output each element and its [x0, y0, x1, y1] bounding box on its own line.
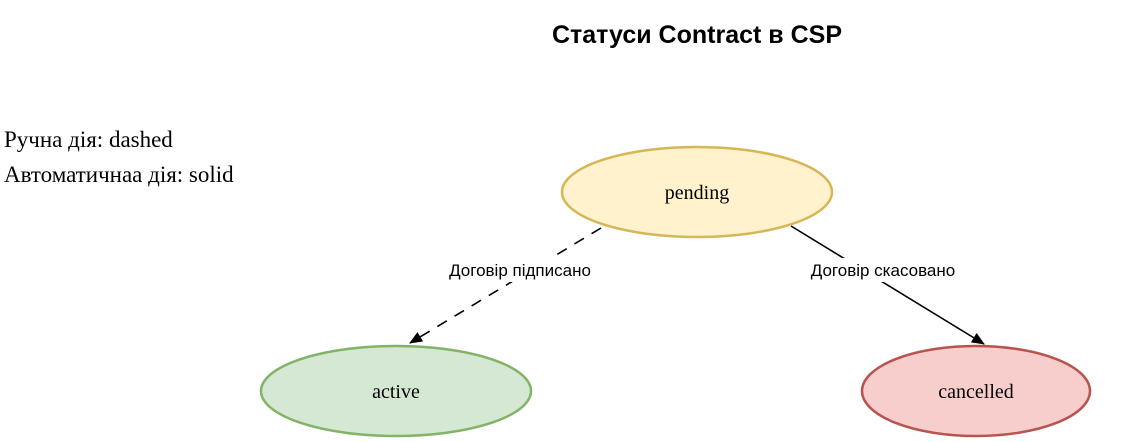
edge-label-contract-cancelled-bg	[794, 258, 972, 282]
edge-line-solid	[790, 225, 985, 345]
node-active-shape	[259, 344, 533, 438]
edge-pending-to-active	[409, 227, 602, 344]
node-active-label: active	[372, 381, 420, 403]
edge-label-contract-signed-bg	[428, 258, 612, 282]
edge-pending-to-cancelled	[790, 225, 985, 345]
node-pending-label: pending	[665, 182, 729, 204]
edge-label-contract-cancelled-text: Договір скасовано	[811, 261, 955, 280]
node-active: active	[259, 344, 533, 438]
node-cancelled-label: cancelled	[938, 381, 1014, 403]
edge-line-dashed	[409, 227, 602, 344]
node-cancelled: cancelled	[860, 344, 1092, 438]
edge-label-contract-signed-text: Договір підписано	[449, 261, 591, 280]
legend-manual-action: Ручна дія: dashed	[4, 127, 173, 152]
diagram-title: Статуси Contract в CSP	[552, 21, 842, 49]
node-cancelled-shape	[860, 344, 1092, 438]
node-pending: pending	[560, 145, 834, 239]
legend-automatic-action: Автоматичнаа дія: solid	[4, 162, 234, 187]
edge-label-contract-signed: Договір підписано	[428, 258, 612, 282]
edge-label-contract-cancelled: Договір скасовано	[794, 258, 972, 282]
node-pending-shape	[560, 145, 834, 239]
